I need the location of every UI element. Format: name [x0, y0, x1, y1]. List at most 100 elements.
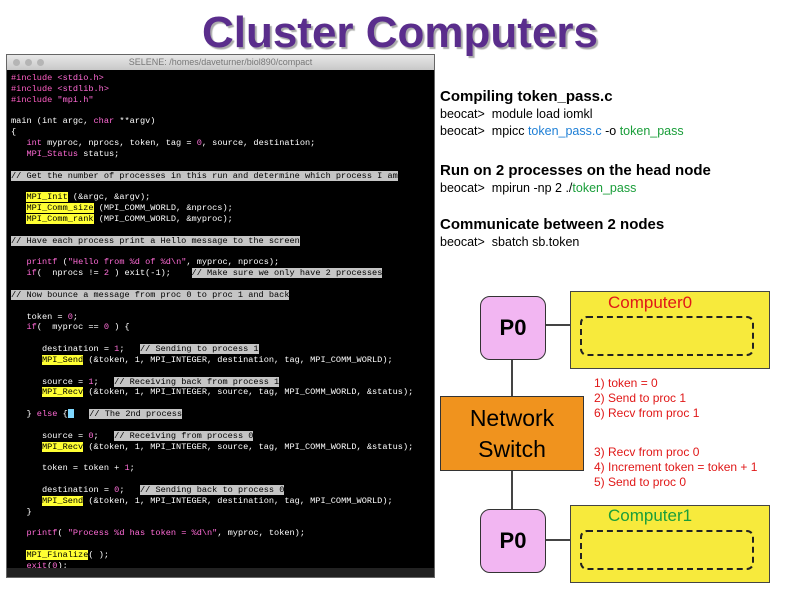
code-line: [11, 225, 432, 236]
code-token: (: [47, 560, 53, 571]
terminal-title: SELENE: /homes/daveturner/biol890/compac…: [128, 57, 313, 67]
code-token: , source, destination;: [201, 138, 316, 149]
compile-header: Compiling token_pass.c: [440, 88, 613, 105]
comm-line: beocat> sbatch sb.token: [440, 235, 579, 249]
code-token: status;: [78, 148, 120, 159]
code-token: [11, 528, 26, 538]
link-p1-computer1: [545, 539, 583, 541]
code-line: #include "mpi.h": [11, 95, 432, 106]
code-token: [11, 203, 26, 213]
code-token: 0: [114, 485, 120, 496]
step: 4) Increment token = token + 1: [594, 460, 758, 474]
code-token: (MPI_COMM_WORLD, &myproc);: [93, 213, 233, 224]
code-token: MPI_Send: [41, 495, 84, 506]
code-token: }: [11, 409, 37, 420]
code-token: <stdio.h>: [57, 73, 104, 83]
command: mpicc: [491, 124, 525, 138]
terminal-window[interactable]: SELENE: /homes/daveturner/biol890/compac…: [6, 54, 435, 578]
code-token: ;: [93, 376, 115, 387]
code-token: ) {: [109, 322, 130, 333]
code-line: {: [11, 127, 432, 138]
code-line: [11, 301, 432, 312]
code-token: MPI_Finalize: [26, 550, 89, 561]
source-file: token_pass.c: [527, 124, 602, 138]
code-token: 0: [196, 138, 202, 149]
code-token: // Get the number of processes in this r…: [11, 170, 398, 181]
code-line: } else { // The 2nd process: [11, 409, 432, 420]
code-token: , myproc, token);: [217, 528, 305, 539]
code-token: #include: [11, 94, 58, 105]
code-token: else: [36, 409, 58, 420]
command: sbatch sb.token: [491, 235, 580, 249]
code-line: main (int argc, char **argv): [11, 116, 432, 127]
link-top: [511, 360, 513, 396]
code-token: [11, 192, 26, 202]
close-icon[interactable]: [13, 59, 20, 66]
code-token: (&token, 1, MPI_INTEGER, destination, ta…: [83, 495, 393, 506]
prompt: beocat>: [440, 107, 485, 121]
code-line: exit(0);: [11, 561, 432, 572]
code-token: );: [57, 560, 68, 571]
code-token: token =: [11, 311, 68, 322]
code-line: source = 1; // Receiving back from proce…: [11, 376, 432, 388]
code-token: ;: [119, 344, 140, 355]
code-token: 0: [103, 322, 110, 333]
code-token: // Sending back to process 0: [139, 485, 285, 496]
code-line: [11, 106, 432, 117]
code-token: "Hello from %d of %d\n": [67, 257, 187, 268]
code-token: // Receiving from process 0: [114, 430, 254, 441]
code-token: // Sending to process 1: [139, 344, 259, 355]
code-token: // Now bounce a message from proc 0 to p…: [11, 289, 290, 300]
step: 1) token = 0: [594, 376, 658, 390]
horizontal-scrollbar[interactable]: [7, 568, 434, 577]
code-token: printf: [26, 257, 58, 268]
code-line: MPI_Recv (&token, 1, MPI_INTEGER, source…: [11, 441, 432, 453]
code-line: // Now bounce a message from proc 0 to p…: [11, 289, 432, 301]
code-line: MPI_Recv (&token, 1, MPI_INTEGER, source…: [11, 387, 432, 398]
computer0-label: Computer0: [608, 293, 693, 312]
maximize-icon[interactable]: [37, 59, 44, 66]
step: 6) Recv from proc 1: [594, 406, 700, 420]
code-token: (: [57, 528, 68, 539]
terminal-titlebar[interactable]: SELENE: /homes/daveturner/biol890/compac…: [7, 55, 434, 70]
code-token: destination =: [11, 485, 115, 496]
code-line: [11, 247, 432, 258]
code-token: #include: [11, 83, 58, 94]
code-token: MPI_Init: [26, 192, 68, 203]
code-token: {: [11, 127, 17, 138]
prompt: beocat>: [440, 124, 485, 138]
code-token: printf: [26, 528, 58, 539]
code-token: [11, 138, 26, 148]
code-line: [11, 366, 432, 377]
code-token: // Make sure we only have 2 processes: [191, 268, 383, 279]
code-token: if: [26, 322, 37, 333]
code-token: 1: [124, 463, 130, 474]
code-token: #include: [11, 73, 58, 83]
switch-label-1: Network: [469, 405, 555, 431]
flag: -o: [605, 124, 617, 138]
code-line: token = token + 1;: [11, 463, 432, 474]
code-token: MPI_Send: [41, 354, 84, 365]
code-line: [11, 279, 432, 290]
code-token: [11, 442, 42, 452]
code-token: ;: [129, 463, 135, 474]
code-token: (: [57, 257, 68, 268]
switch-label-2: Switch: [478, 436, 546, 462]
network-switch: Network Switch: [440, 396, 584, 471]
code-line: [11, 518, 432, 529]
code-token: 0: [88, 430, 94, 441]
code-line: [11, 398, 432, 409]
code-line: MPI_Comm_rank (MPI_COMM_WORLD, &myproc);: [11, 213, 432, 225]
code-line: // Have each process print a Hello messa…: [11, 235, 432, 247]
code-token: [11, 387, 42, 397]
code-token: (&token, 1, MPI_INTEGER, destination, ta…: [83, 354, 393, 365]
code-line: }: [11, 507, 432, 518]
source-code[interactable]: #include <stdio.h>#include <stdlib.h>#in…: [11, 73, 432, 577]
minimize-icon[interactable]: [25, 59, 32, 66]
code-token: [11, 322, 26, 332]
code-line: [11, 420, 432, 431]
code-token: ( nprocs !=: [36, 268, 104, 279]
code-token: [11, 149, 26, 159]
code-line: [11, 160, 432, 171]
code-token: MPI_Recv: [41, 387, 84, 398]
